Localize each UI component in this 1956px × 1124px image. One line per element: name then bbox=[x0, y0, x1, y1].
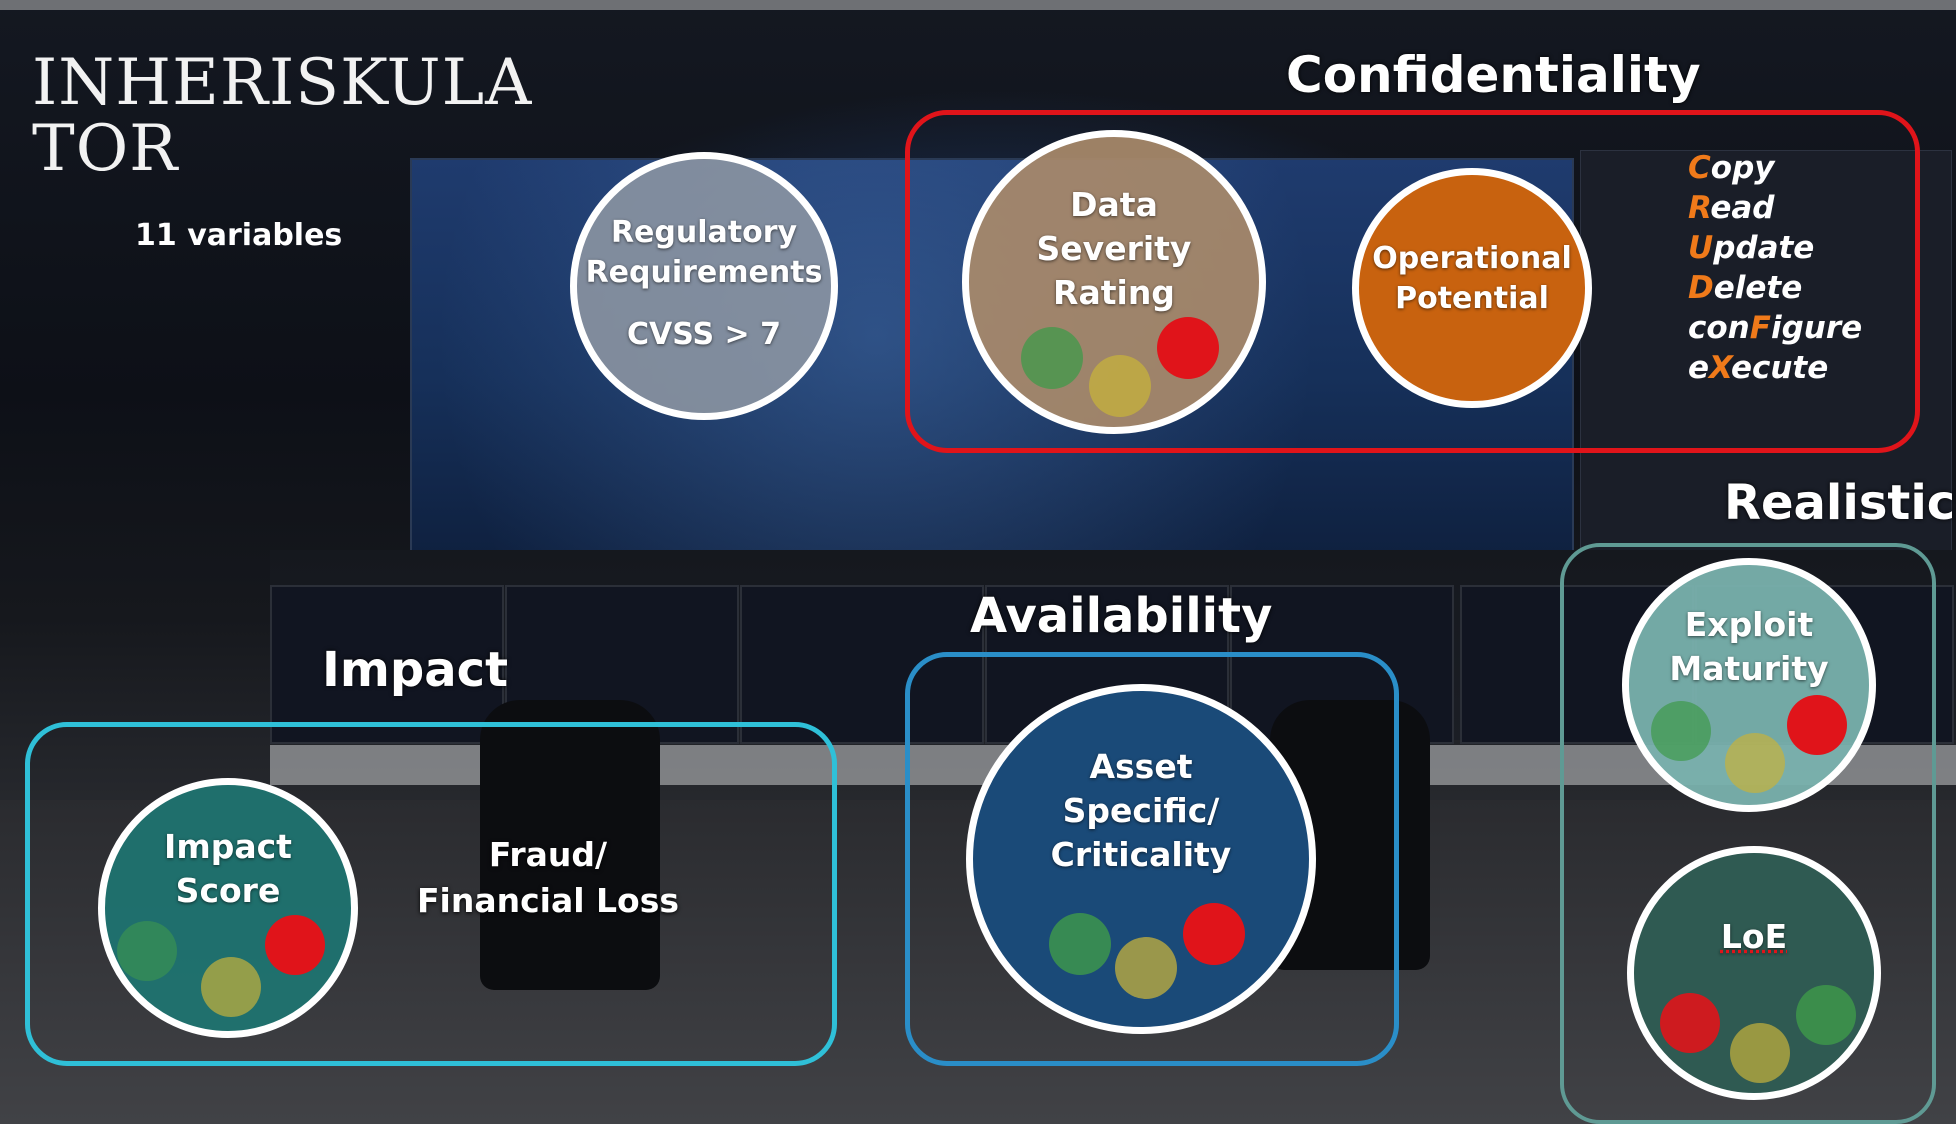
green-indicator-dot bbox=[1021, 327, 1083, 389]
yellow-indicator-dot bbox=[201, 957, 261, 1017]
loe-node: LoE bbox=[1627, 846, 1881, 1100]
main-title: INHERISKULA TOR bbox=[32, 50, 532, 182]
data-severity-label-line3: Rating bbox=[1053, 273, 1175, 312]
regulatory-label-line2: Requirements bbox=[585, 255, 823, 290]
loe-label: LoE bbox=[1720, 917, 1788, 956]
background-chair bbox=[480, 700, 660, 990]
background-dashboard bbox=[1580, 150, 1952, 552]
availability-header: Availability bbox=[970, 588, 1273, 644]
background-monitor bbox=[270, 585, 504, 744]
permission-copy: Copy bbox=[1688, 150, 1775, 186]
asset-label-line3: Criticality bbox=[1050, 835, 1232, 874]
top-bar bbox=[0, 0, 1956, 10]
main-title-line1: INHERISKULA bbox=[32, 46, 533, 120]
operational-label-line2: Potential bbox=[1395, 281, 1549, 316]
exploit-label-line2: Maturity bbox=[1669, 649, 1829, 688]
permission-read: Read bbox=[1688, 190, 1775, 226]
variables-count: 11 variables bbox=[135, 218, 343, 253]
yellow-indicator-dot bbox=[1730, 1023, 1790, 1083]
red-indicator-dot bbox=[1660, 993, 1720, 1053]
confidentiality-group bbox=[905, 110, 1920, 453]
regulatory-cvss-label: CVSS > 7 bbox=[627, 317, 781, 352]
operational-label-line1: Operational bbox=[1372, 241, 1572, 276]
green-indicator-dot bbox=[1651, 701, 1711, 761]
regulatory-label-line1: Regulatory bbox=[610, 215, 798, 250]
red-indicator-dot bbox=[1183, 903, 1245, 965]
permission-execute: eXecute bbox=[1688, 350, 1829, 386]
asset-criticality-node: Asset Specific/ Criticality bbox=[966, 684, 1316, 1034]
yellow-indicator-dot bbox=[1115, 937, 1177, 999]
exploit-label-line1: Exploit bbox=[1684, 605, 1814, 644]
permission-delete: Delete bbox=[1688, 270, 1803, 306]
operational-potential-node: Operational Potential bbox=[1352, 168, 1592, 408]
data-severity-rating-node: Data Severity Rating bbox=[962, 130, 1266, 434]
fraud-label-line2: Financial Loss bbox=[416, 881, 680, 920]
green-indicator-dot bbox=[117, 921, 177, 981]
impact-score-label-line1: Impact bbox=[164, 827, 292, 866]
impact-header: Impact bbox=[322, 642, 509, 698]
confidentiality-header: Confidentiality bbox=[1286, 46, 1701, 104]
regulatory-requirements-node: Regulatory Requirements CVSS > 7 bbox=[570, 152, 838, 420]
red-indicator-dot bbox=[265, 915, 325, 975]
asset-label-line2: Specific/ bbox=[1062, 791, 1220, 830]
impact-score-label-line2: Score bbox=[175, 871, 281, 910]
main-title-line2: TOR bbox=[32, 112, 179, 186]
fraud-financial-loss-label: Fraud/ Financial Loss bbox=[408, 832, 688, 924]
yellow-indicator-dot bbox=[1725, 733, 1785, 793]
impact-score-node: Impact Score bbox=[98, 778, 358, 1038]
fraud-label-line1: Fraud/ bbox=[488, 835, 608, 874]
availability-group bbox=[905, 652, 1399, 1066]
red-indicator-dot bbox=[1787, 695, 1847, 755]
permissions-list: Copy Read Update Delete conFigure eXecut… bbox=[1688, 148, 1862, 388]
asset-label-line1: Asset bbox=[1089, 747, 1193, 786]
red-indicator-dot bbox=[1157, 317, 1219, 379]
permission-update: Update bbox=[1688, 230, 1815, 266]
permission-configure: conFigure bbox=[1688, 310, 1863, 346]
realistic-group bbox=[1560, 543, 1936, 1124]
data-severity-label-line1: Data bbox=[1070, 185, 1158, 224]
data-severity-label-line2: Severity bbox=[1036, 229, 1192, 268]
green-indicator-dot bbox=[1796, 985, 1856, 1045]
yellow-indicator-dot bbox=[1089, 355, 1151, 417]
impact-group bbox=[25, 722, 837, 1066]
green-indicator-dot bbox=[1049, 913, 1111, 975]
exploit-maturity-node: Exploit Maturity bbox=[1622, 558, 1876, 812]
realistic-header: Realistic bbox=[1724, 475, 1956, 531]
